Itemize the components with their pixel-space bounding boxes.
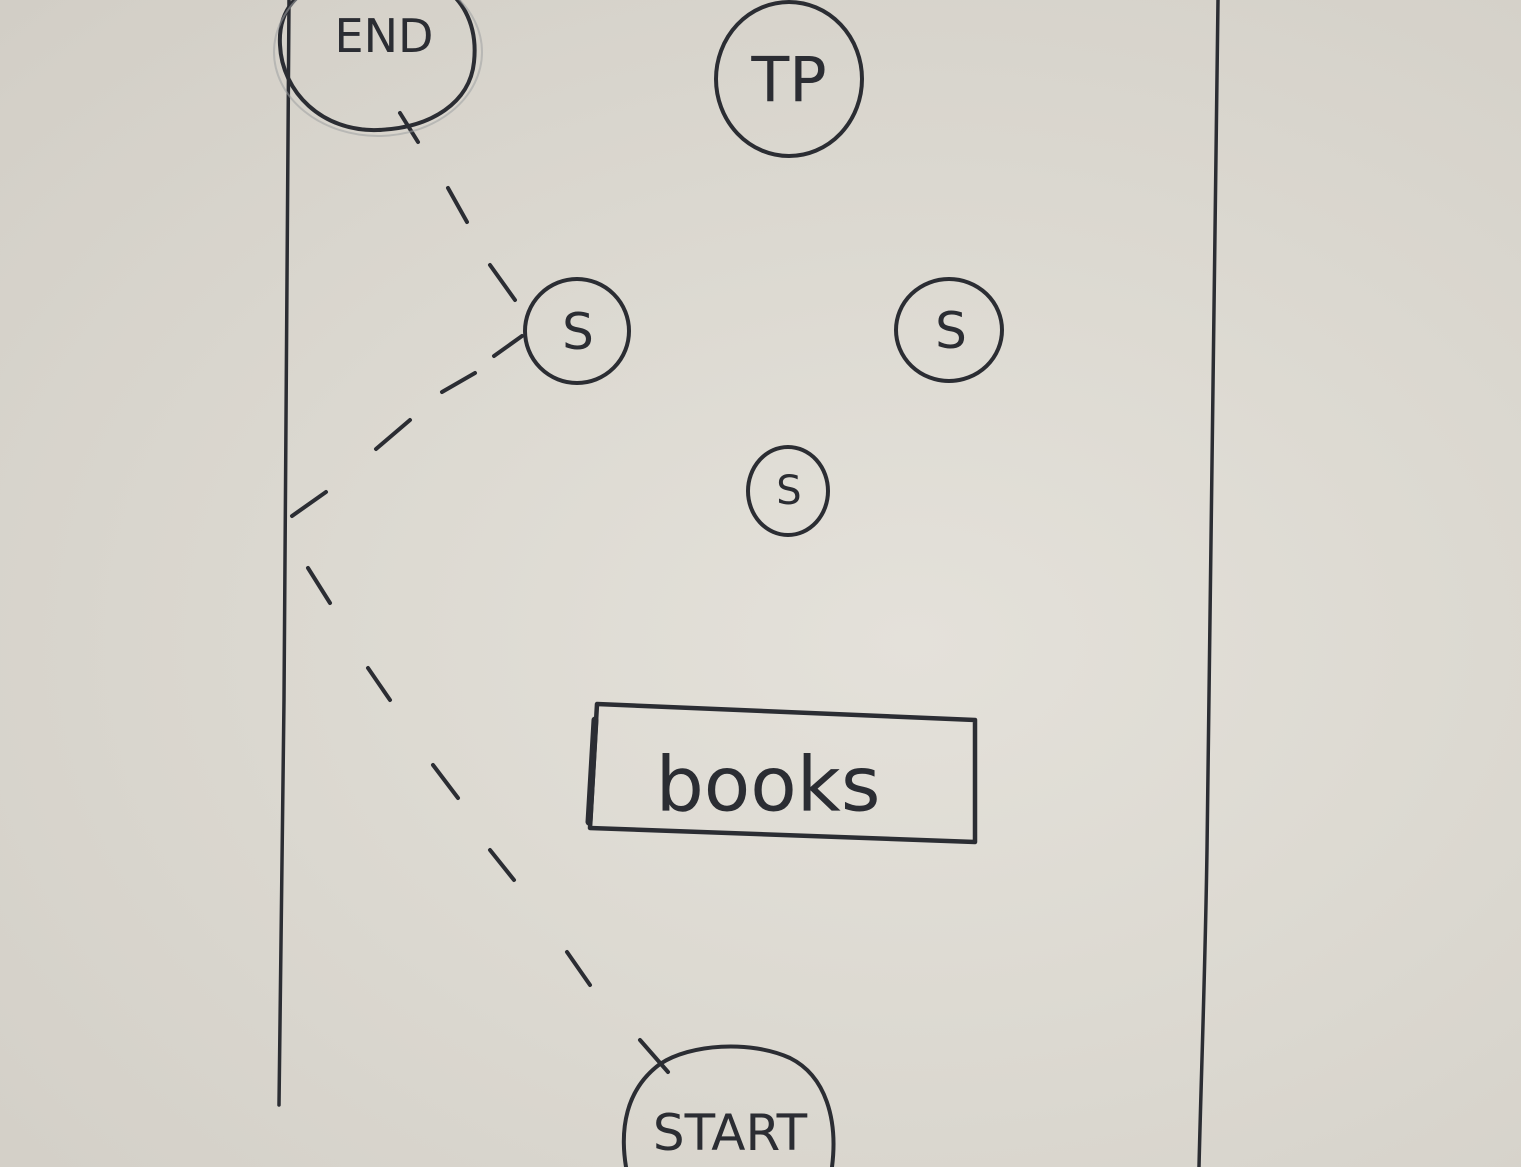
tp-label: TP bbox=[750, 44, 826, 117]
s-label: S bbox=[776, 468, 801, 514]
s-node: S bbox=[523, 277, 631, 385]
path-dash bbox=[431, 763, 460, 800]
path-dash bbox=[446, 186, 469, 224]
path-dash bbox=[290, 490, 328, 518]
path-dash bbox=[366, 666, 392, 702]
path-dash bbox=[638, 1038, 670, 1074]
path-dash bbox=[565, 950, 592, 987]
dashed-path bbox=[290, 111, 670, 1074]
s-circle bbox=[523, 277, 631, 385]
books-box-edge bbox=[585, 716, 599, 826]
s-node: S bbox=[746, 445, 830, 537]
s-circle bbox=[894, 277, 1004, 383]
left-wall bbox=[277, 0, 291, 1107]
path-dash bbox=[492, 334, 524, 358]
path-dash bbox=[488, 848, 516, 882]
s-node: S bbox=[894, 277, 1004, 383]
room-boundary bbox=[277, 0, 1220, 1167]
path-dash bbox=[306, 566, 332, 605]
end-circle-shadow bbox=[273, 0, 483, 137]
path-dash bbox=[374, 418, 412, 451]
s-label: S bbox=[562, 303, 594, 361]
books-label: books bbox=[656, 740, 881, 829]
end-node: END bbox=[273, 0, 483, 137]
end-circle bbox=[277, 0, 477, 133]
start-node: START bbox=[621, 1044, 836, 1167]
tp-circle bbox=[714, 0, 864, 158]
s-circle bbox=[746, 445, 830, 537]
end-label: END bbox=[335, 9, 434, 63]
path-dash bbox=[440, 371, 477, 394]
path-dash bbox=[488, 263, 517, 302]
start-circle bbox=[621, 1044, 836, 1167]
books-node: books bbox=[585, 701, 978, 845]
s-label: S bbox=[935, 302, 967, 360]
start-label: START bbox=[653, 1104, 808, 1162]
tp-node: TP bbox=[714, 0, 864, 158]
right-wall bbox=[1197, 0, 1220, 1167]
